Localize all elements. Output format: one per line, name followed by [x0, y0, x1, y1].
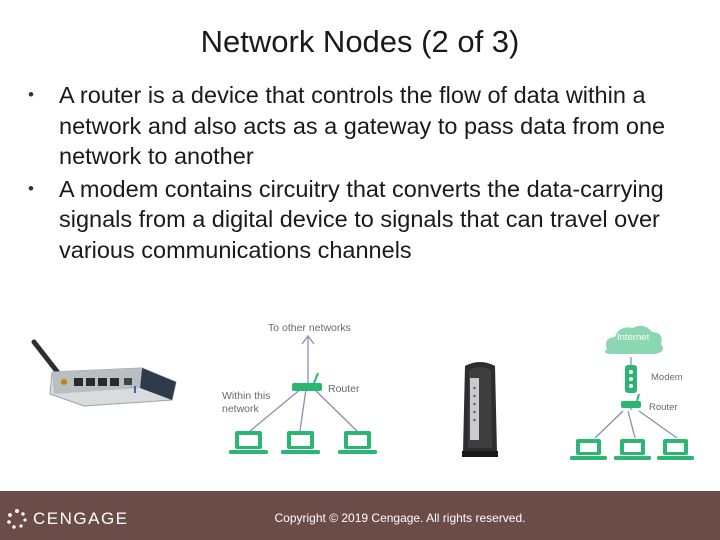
link-line — [249, 387, 303, 432]
router-photo — [31, 339, 177, 407]
internet-label: Internet — [617, 332, 650, 343]
bullet-marker: • — [28, 85, 34, 104]
modem-label: Modem — [651, 372, 683, 383]
uplink-arrow — [301, 334, 315, 345]
cengage-logo: CENGAGE — [6, 507, 129, 531]
modem-network-diagram — [570, 325, 694, 460]
bullet-text: A modem contains circuitry that converts… — [59, 175, 664, 263]
router-network-diagram — [229, 334, 377, 454]
within-network-label-line2: network — [222, 403, 259, 415]
modem-base — [462, 451, 498, 457]
router-ports — [61, 378, 132, 386]
footer-bar — [0, 491, 720, 540]
modem-router-label: Router — [649, 402, 678, 413]
router-node — [292, 372, 322, 391]
bullet-item: • A router is a device that controls the… — [28, 80, 698, 172]
cloud-icon — [605, 325, 663, 354]
bullet-item: • A modem contains circuitry that conver… — [28, 174, 698, 266]
bullet-marker: • — [28, 178, 34, 198]
cengage-logo-text: CENGAGE — [33, 509, 129, 528]
modem-photo — [462, 362, 498, 457]
within-network-label-line1: Within this — [222, 390, 271, 402]
laptop-icon — [657, 439, 694, 460]
copyright-text: Copyright © 2019 Cengage. All rights res… — [274, 511, 526, 525]
link-line — [312, 387, 358, 432]
laptop-icon — [570, 439, 607, 460]
link-line — [627, 410, 636, 439]
router-node — [621, 393, 641, 408]
slide-title: Network Nodes (2 of 3) — [200, 24, 520, 59]
laptop-icon — [229, 431, 268, 454]
laptop-icon — [338, 431, 377, 454]
modem-panel — [470, 378, 479, 440]
cengage-logo-icon — [7, 509, 27, 529]
router-front-panel — [140, 368, 176, 400]
bullet-text: A router is a device that controls the f… — [59, 82, 666, 169]
modem-node — [625, 365, 637, 393]
link-line — [638, 410, 678, 439]
laptop-icon — [614, 439, 651, 460]
link-line — [299, 388, 307, 432]
bullet-list: • A router is a device that controls the… — [28, 80, 698, 267]
router-antenna — [31, 339, 62, 377]
router-back-panel — [52, 368, 142, 394]
to-other-networks-label: To other networks — [268, 322, 351, 334]
link-line — [594, 410, 624, 439]
laptop-icon — [281, 431, 320, 454]
router-label: Router — [328, 383, 360, 395]
